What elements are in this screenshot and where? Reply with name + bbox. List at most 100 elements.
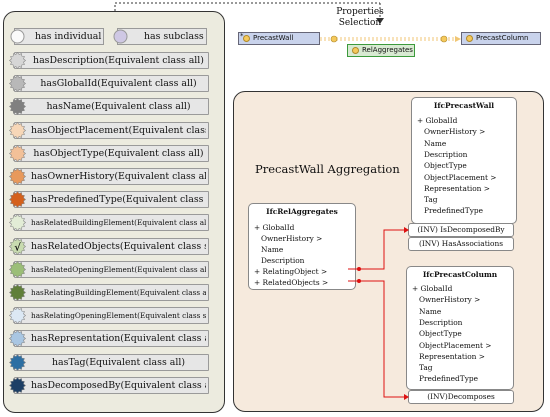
property-color-icon — [9, 191, 26, 209]
class-dot-icon — [466, 35, 473, 42]
attribute-row: + GlobalId — [412, 284, 453, 293]
subclass-circle-icon — [113, 29, 128, 44]
has-subclass-label: has subclass — [144, 31, 204, 42]
attribute-row: Name — [261, 245, 284, 254]
attribute-row: PredefinedType — [424, 206, 483, 216]
card-title: IfcPrecastColumn — [422, 270, 498, 279]
property-label: hasGlobalId(Equivalent class all) — [40, 78, 197, 90]
attribute-row: Description — [261, 256, 305, 265]
property-color-icon — [9, 330, 26, 348]
property-label: hasRelatedObjects(Equivalent class some) — [31, 240, 206, 252]
property-button[interactable]: hasRepresentation(Equivalent class all) — [9, 330, 209, 348]
attribute-row: + GlobalId — [254, 223, 295, 232]
precast-column-node[interactable]: PrecastColumn — [461, 32, 541, 45]
property-label: hasObjectPlacement(Equivalent class all) — [31, 124, 206, 136]
property-button[interactable]: hasPredefinedType(Equivalent class all) — [9, 191, 209, 209]
property-label: hasTag(Equivalent class all) — [52, 356, 185, 368]
property-label: hasDecomposedBy(Equivalent class all) — [31, 379, 206, 391]
property-button[interactable]: hasTag(Equivalent class all) — [9, 353, 209, 371]
property-color-icon — [9, 98, 26, 116]
decomposes-pill: (INV)Decomposes — [408, 390, 514, 404]
attribute-row: Description — [424, 149, 468, 159]
card-title: IfcRelAggregates — [266, 207, 338, 216]
header-line2: Selection — [338, 18, 382, 28]
attribute-row: OwnerHistory > — [261, 234, 323, 243]
aggregation-panel: PrecastWall Aggregation IfcRelAggregates… — [233, 91, 544, 412]
property-color-icon — [9, 353, 26, 371]
precast-wall-node[interactable]: * PrecastWall — [238, 32, 320, 45]
property-button[interactable]: hasRelatingBuildingElement(Equivalent cl… — [9, 284, 209, 301]
individual-circle-icon — [10, 29, 25, 44]
property-button[interactable]: hasRelatedOpeningElement(Equivalent clas… — [9, 260, 209, 278]
property-color-icon — [9, 75, 26, 93]
property-button[interactable]: hasOwnerHistory(Equivalent class all) — [9, 168, 209, 185]
attribute-row: Name — [424, 138, 447, 148]
property-color-icon — [9, 284, 26, 301]
precast-column-label: PrecastColumn — [476, 34, 529, 42]
attribute-row: Name — [419, 306, 442, 316]
property-button[interactable]: hasRelatedBuildingElement(Equivalent cla… — [9, 214, 209, 232]
property-label: hasRepresentation(Equivalent class all) — [31, 333, 206, 345]
property-button[interactable]: hasObjectType(Equivalent class all) — [9, 144, 209, 162]
card-title: IfcPrecastWall — [433, 101, 495, 110]
property-label: hasRelatingOpeningElement(Equivalent cla… — [31, 311, 206, 321]
property-button[interactable]: √ hasRelatedObjects(Equivalent class some… — [9, 237, 209, 255]
attribute-row: OwnerHistory > — [419, 295, 481, 305]
attribute-row: Tag — [424, 195, 438, 205]
selection-arrow — [114, 2, 384, 24]
class-dot-icon — [243, 35, 250, 42]
property-label: hasOwnerHistory(Equivalent class all) — [31, 171, 206, 182]
property-label: hasDescription(Equivalent class all) — [33, 55, 204, 66]
property-button[interactable]: hasName(Equivalent class all) — [9, 98, 209, 116]
property-color-icon — [9, 376, 26, 394]
property-color-icon — [9, 144, 26, 162]
property-label: hasRelatedOpeningElement(Equivalent clas… — [31, 264, 206, 274]
property-checked-mark: √ — [14, 241, 21, 253]
property-color-icon — [9, 260, 26, 278]
rel-aggregates-node[interactable]: RelAggregates — [347, 44, 415, 57]
property-color-icon — [9, 168, 26, 185]
property-color-icon: √ — [9, 237, 26, 255]
attribute-row: ObjectType — [419, 329, 462, 339]
property-label: hasRelatedBuildingElement(Equivalent cla… — [31, 218, 206, 228]
attribute-row: + RelatingObject > — [254, 267, 328, 276]
property-label: hasPredefinedType(Equivalent class all) — [31, 194, 206, 206]
property-label: hasObjectType(Equivalent class all) — [33, 147, 204, 159]
attribute-row: ObjectType — [424, 161, 467, 171]
asterisk-marker: * — [240, 32, 244, 40]
property-button[interactable]: hasDecomposedBy(Equivalent class all) — [9, 376, 209, 394]
attribute-row: + GlobalId — [417, 116, 458, 125]
property-color-icon — [9, 121, 26, 139]
property-button[interactable]: hasRelatingOpeningElement(Equivalent cla… — [9, 307, 209, 325]
property-button[interactable]: hasDescription(Equivalent class all) — [9, 52, 209, 69]
class-dot-icon — [352, 47, 359, 54]
property-color-icon — [9, 307, 26, 325]
relationship-connectors — [348, 227, 409, 400]
attribute-row: ObjectPlacement > — [419, 340, 492, 350]
has-subclass-button[interactable]: has subclass — [113, 28, 207, 45]
property-label: hasName(Equivalent class all) — [46, 101, 191, 113]
property-button[interactable]: hasObjectPlacement(Equivalent class all) — [9, 121, 209, 139]
property-color-icon — [9, 52, 26, 69]
attribute-row: ObjectPlacement > — [424, 172, 497, 182]
attribute-row: Representation > — [424, 183, 490, 193]
property-color-icon — [9, 214, 26, 232]
header-line1: Properties — [336, 7, 384, 17]
attribute-row: Tag — [419, 363, 433, 373]
aggregation-title: PrecastWall Aggregation — [255, 162, 400, 176]
attribute-row: Description — [419, 317, 463, 327]
attribute-row: OwnerHistory > — [424, 127, 486, 137]
properties-panel: has individual has subclass hasDescripti… — [3, 11, 225, 413]
property-label: hasRelatingBuildingElement(Equivalent cl… — [31, 288, 206, 297]
has-associations-pill: (INV) HasAssociations — [408, 237, 514, 251]
properties-selection-label: Properties Selection — [330, 7, 390, 29]
has-individual-button[interactable]: has individual — [10, 28, 104, 45]
precast-wall-label: PrecastWall — [253, 34, 294, 42]
attribute-row: PredefinedType — [419, 374, 478, 384]
attribute-row: Representation > — [419, 351, 485, 361]
rel-aggregates-label: RelAggregates — [362, 46, 413, 54]
has-individual-label: has individual — [35, 31, 102, 42]
property-button[interactable]: hasGlobalId(Equivalent class all) — [9, 75, 209, 93]
